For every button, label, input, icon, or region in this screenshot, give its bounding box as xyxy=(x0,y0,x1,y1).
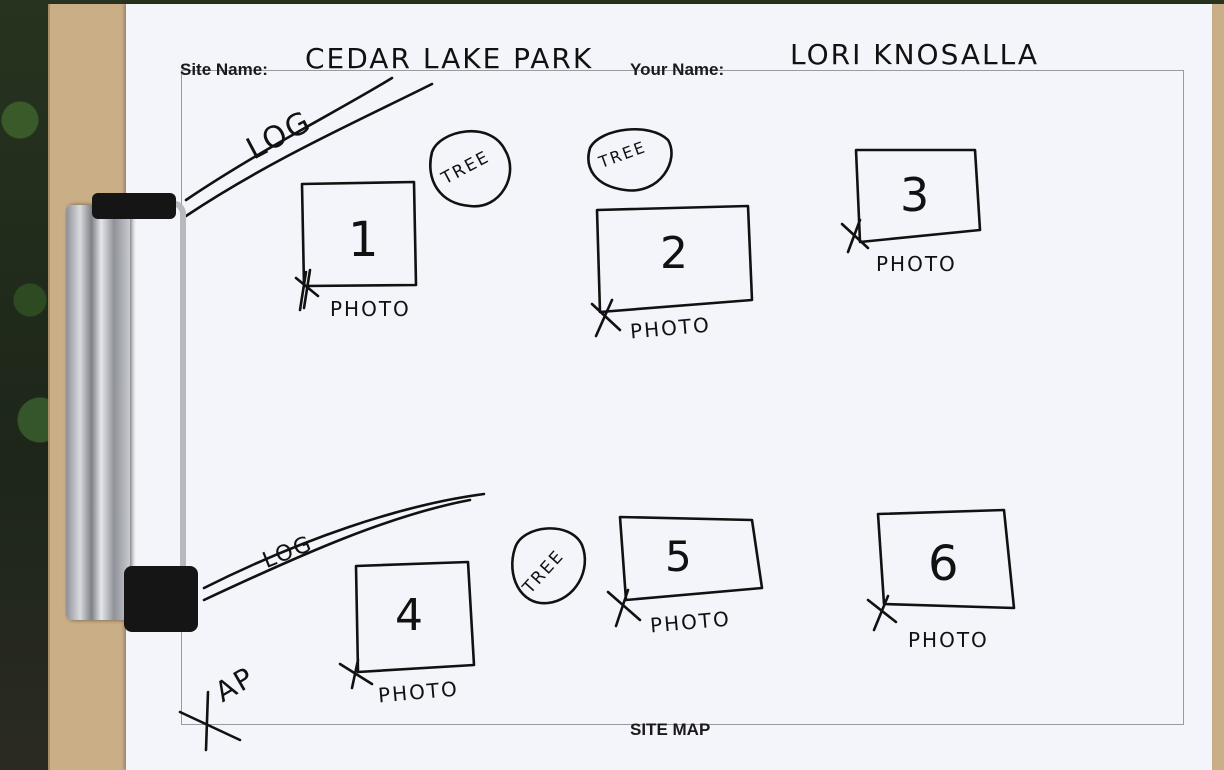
plot-5-number: 5 xyxy=(665,532,694,581)
plot-4-number: 4 xyxy=(395,590,425,641)
plot-4-photo-x xyxy=(340,660,372,688)
plot-2-number: 2 xyxy=(660,228,690,279)
plot-3-photo-x xyxy=(842,220,868,252)
plot-1-photo-label: PHOTO xyxy=(330,297,411,321)
log-top xyxy=(186,78,432,216)
clip-handle-top xyxy=(92,193,176,219)
plot-3-number: 3 xyxy=(900,168,931,222)
log-bottom xyxy=(204,494,484,600)
clipboard-clip-plate xyxy=(66,205,130,620)
plot-1-number: 1 xyxy=(348,212,381,268)
plot-5-photo-x xyxy=(608,590,640,626)
plot-3-photo-label: PHOTO xyxy=(876,252,957,276)
plot-6-photo-label: PHOTO xyxy=(908,628,989,652)
plot-2-photo-x xyxy=(592,300,620,336)
plot-1-photo-x xyxy=(296,270,318,310)
plot-6-number: 6 xyxy=(928,536,961,592)
plot-6-photo-x xyxy=(868,596,896,630)
clip-handle-bottom xyxy=(124,566,198,632)
